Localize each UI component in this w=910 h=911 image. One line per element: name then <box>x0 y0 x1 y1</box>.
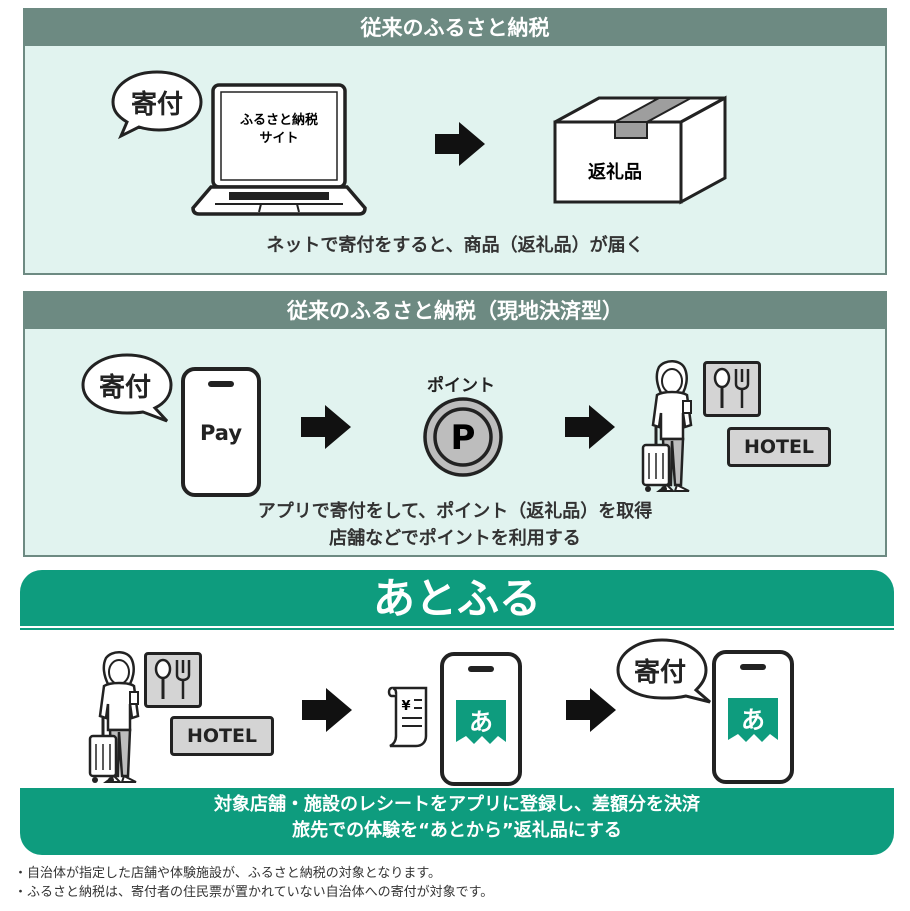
smartphone-icon: Pay <box>181 367 261 497</box>
box-label: 返礼品 <box>588 161 642 183</box>
gift-box-icon: 返礼品 <box>553 95 727 205</box>
fork-spoon-glyph <box>713 367 750 408</box>
panel-atofuru-title: あとふる <box>20 570 894 628</box>
arrow-right-icon <box>566 688 616 732</box>
panel-local-payment: 従来のふるさと納税（現地決済型） 寄付 Pay ポイント P <box>23 291 887 557</box>
bubble-text: 寄付 <box>99 372 151 403</box>
point-coin-icon: P <box>423 397 503 477</box>
panel-local-title: 従来のふるさと納税（現地決済型） <box>25 293 885 329</box>
fork-spoon-icon <box>703 361 761 417</box>
smartphone-app-icon: あ <box>440 652 522 786</box>
laptop-screen-line1: ふるさと納税 <box>240 112 318 128</box>
panel-atofuru: あとふる HOTEL <box>20 570 894 855</box>
receipt-yen: ¥ <box>401 699 410 714</box>
footnote-1: ・自治体が指定した店舗や体験施設が、ふるさと納税の対象となります。 <box>14 866 442 881</box>
panel-traditional: 従来のふるさと納税 寄付 ふるさと納税 サイト 返礼品 ネットで寄付をすると、商… <box>23 8 887 275</box>
app-icon-char: あ <box>469 708 493 736</box>
traveler-icon <box>88 651 140 783</box>
arrow-right-icon <box>301 405 351 449</box>
panel-traditional-caption: ネットで寄付をすると、商品（返礼品）が届く <box>266 235 644 256</box>
phone-notch <box>208 381 234 387</box>
arrow-right-icon <box>435 122 485 166</box>
speech-bubble-icon: 寄付 <box>111 70 203 140</box>
phone-notch <box>468 666 494 672</box>
hotel-badge: HOTEL <box>727 427 831 467</box>
speech-bubble-icon: 寄付 <box>616 638 711 704</box>
bubble-text: 寄付 <box>131 89 183 120</box>
atofuru-app-icon: あ <box>456 700 506 744</box>
footnotes: ・自治体が指定した店舗や体験施設が、ふるさと納税の対象となります。 ・ふるさと納… <box>14 864 493 902</box>
arrow-right-icon <box>302 688 352 732</box>
laptop-icon: ふるさと納税 サイト <box>191 83 367 216</box>
fork-spoon-glyph <box>154 658 191 699</box>
traveler-icon <box>641 360 693 492</box>
panel-traditional-title: 従来のふるさと納税 <box>25 10 885 46</box>
arrow-right-icon <box>565 405 615 449</box>
smartphone-app-icon: あ <box>712 650 794 784</box>
laptop-screen-line2: サイト <box>259 131 298 146</box>
phone-pay-label: Pay <box>199 421 243 445</box>
app-icon-char: あ <box>741 706 765 734</box>
speech-bubble-icon: 寄付 <box>81 353 173 423</box>
panel-atofuru-caption-line2: 旅先での体験を“あとから”返礼品にする <box>292 820 622 841</box>
atofuru-content-area: HOTEL ¥ あ 寄付 <box>20 630 894 788</box>
footnote-2: ・ふるさと納税は、寄付者の住民票が置かれていない自治体への寄付が対象です。 <box>14 885 494 900</box>
bubble-text: 寄付 <box>634 657 686 688</box>
atofuru-app-icon: あ <box>728 698 778 742</box>
point-label: ポイント <box>427 376 495 396</box>
receipt-icon: ¥ <box>387 686 428 748</box>
panel-atofuru-caption-line1: 対象店舗・施設のレシートをアプリに登録し、差額分を決済 <box>214 794 700 815</box>
point-symbol: P <box>451 418 476 458</box>
panel-local-caption-line2: 店舗などでポイントを利用する <box>329 528 581 549</box>
hotel-badge: HOTEL <box>170 716 274 756</box>
panel-local-caption-line1: アプリで寄付をして、ポイント（返礼品）を取得 <box>257 501 653 522</box>
phone-notch <box>740 664 766 670</box>
fork-spoon-icon <box>144 652 202 708</box>
